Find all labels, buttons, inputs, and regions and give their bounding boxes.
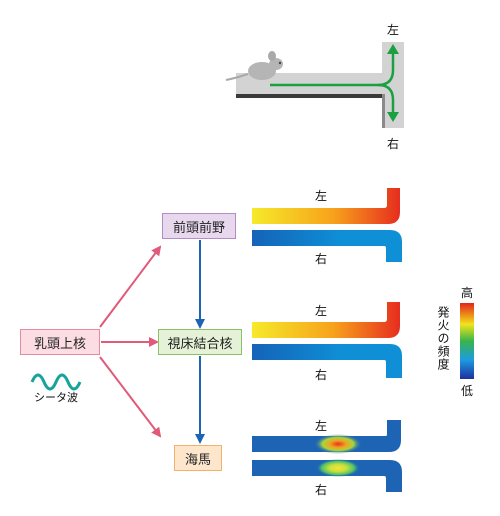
box-prefrontal: 前頭前野 [162,213,236,239]
track-hippocampus [252,420,402,492]
mouse-icon [225,51,283,81]
track-prefrontal-right-label: 右 [315,252,328,266]
track-prefrontal [252,188,402,262]
legend-low-label: 低 [461,384,474,398]
place-field-left [314,434,362,454]
maze-left-label: 左 [387,23,400,37]
box-thalamus: 視床結合核 [158,329,242,355]
maze-floor-edge [236,94,386,98]
theta-wave-icon [30,373,82,391]
arrow-to-hippocampus [99,356,162,438]
track-hippocampus-left-label: 左 [315,419,328,433]
track-thalamus-right [252,344,402,378]
maze-right-label: 右 [387,137,400,151]
box-hippocampus: 海馬 [174,445,222,471]
t-maze [225,42,404,128]
place-field-right [316,459,360,477]
maze-choice-arrows [270,44,399,122]
track-thalamus-right-label: 右 [315,368,328,382]
track-hippocampus-right-label: 右 [315,483,328,497]
track-prefrontal-left [252,188,400,224]
track-hippocampus-right [252,460,402,492]
maze-stem [236,73,384,94]
legend-high-label: 高 [461,286,474,300]
projection-arrows [99,240,205,444]
track-prefrontal-left-label: 左 [315,189,328,203]
arrow-to-prefrontal [99,245,162,328]
track-prefrontal-right [252,230,402,262]
track-thalamus-left [252,302,400,338]
theta-wave-label: シータ波 [34,391,78,404]
maze-crossbar-edge [382,94,385,128]
legend-title: 発火の頻度 [436,306,450,371]
legend-colorbar [460,303,474,379]
box-mammillary: 乳頭上核 [20,329,100,355]
maze-crossbar [382,42,404,128]
track-thalamus-left-label: 左 [315,304,328,318]
track-thalamus [252,302,402,378]
